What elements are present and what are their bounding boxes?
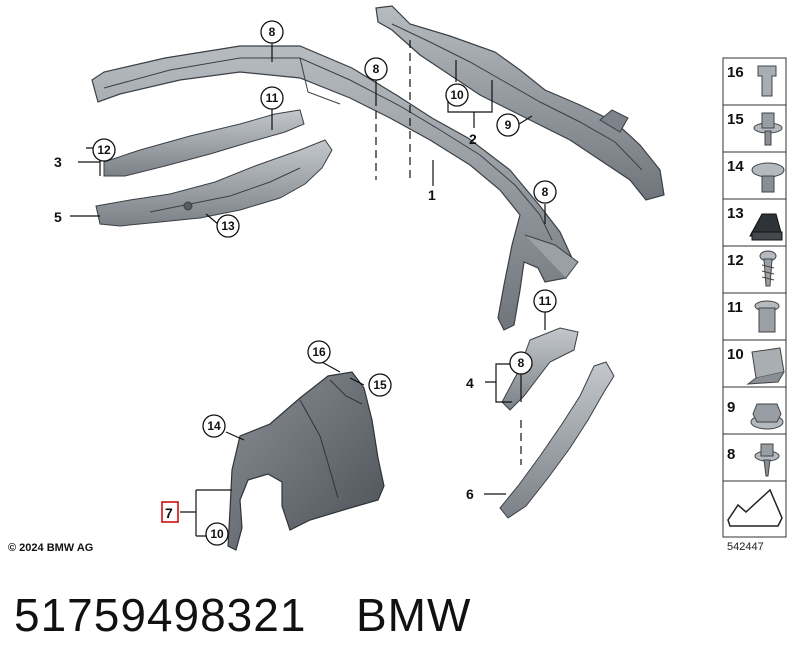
copyright-notice: © 2024 BMW AG	[8, 542, 94, 554]
upper-bracket-part	[375, 5, 665, 201]
svg-text:16: 16	[727, 64, 744, 81]
svg-text:13: 13	[727, 205, 744, 222]
svg-text:8: 8	[542, 185, 549, 199]
svg-text:8: 8	[373, 62, 380, 76]
svg-text:10: 10	[210, 527, 224, 541]
svg-text:15: 15	[373, 378, 387, 392]
blind-nut-icon	[754, 300, 780, 333]
callout-8-right: 8	[533, 180, 557, 204]
long-profile-part	[499, 361, 615, 519]
connector-lines	[70, 40, 546, 537]
svg-text:8: 8	[518, 356, 525, 370]
svg-text:8: 8	[269, 25, 276, 39]
svg-text:9: 9	[505, 118, 512, 132]
legend-row-15: 15	[722, 104, 787, 153]
callout-10-top: 10	[445, 83, 469, 107]
callout-16: 16	[307, 340, 331, 364]
legend-row-9: 9	[722, 386, 787, 435]
svg-text:11: 11	[727, 299, 743, 316]
svg-text:8: 8	[727, 446, 735, 463]
svg-text:12: 12	[97, 143, 111, 157]
svg-text:14: 14	[207, 419, 221, 433]
callout-14: 14	[202, 414, 226, 438]
callout-9: 9	[496, 113, 520, 137]
callout-8-lower: 8	[509, 351, 533, 375]
callout-8-center: 8	[364, 57, 388, 81]
svg-text:9: 9	[727, 399, 735, 416]
svg-text:15: 15	[727, 111, 744, 128]
legend-row-11: 11	[722, 292, 787, 341]
callout-15: 15	[368, 373, 392, 397]
callout-12: 12	[92, 138, 116, 162]
callout-13: 13	[216, 214, 240, 238]
svg-text:10: 10	[450, 88, 464, 102]
svg-text:13: 13	[221, 219, 235, 233]
legend-row-16: 16	[722, 57, 787, 106]
spring-nut-icon	[746, 347, 785, 385]
left-upper-bracket-part	[103, 109, 305, 177]
part-number: 51759498321	[14, 589, 307, 641]
strut-brace-part	[91, 45, 579, 331]
callout-10-bottom: 10	[205, 522, 229, 546]
diagram-number: 542447	[727, 541, 764, 553]
svg-text:11: 11	[539, 294, 552, 308]
legend-row-12: 12	[722, 245, 787, 294]
expansion-rivet-icon	[751, 162, 785, 193]
label-3: 3	[54, 154, 62, 170]
legend-row-10: 10	[722, 339, 787, 388]
svg-text:7: 7	[165, 505, 173, 521]
flange-screw-icon	[754, 443, 780, 477]
label-7-highlight: 7	[161, 501, 179, 523]
left-lower-bracket-part	[95, 139, 333, 227]
label-6: 6	[466, 486, 474, 502]
push-nut-icon	[757, 65, 777, 97]
legend-row-8: 8	[722, 433, 787, 482]
legend-row-arrow	[722, 480, 787, 538]
svg-text:16: 16	[312, 345, 326, 359]
arrow-marker-icon	[727, 488, 783, 527]
brand-name: BMW	[356, 589, 472, 641]
legend-row-13: 13	[722, 198, 787, 247]
svg-text:11: 11	[266, 91, 279, 105]
callout-8-top: 8	[260, 20, 284, 44]
label-5: 5	[54, 209, 62, 225]
callout-11-top: 11	[260, 86, 284, 110]
self-tapping-screw-icon	[759, 250, 777, 287]
label-1: 1	[428, 187, 436, 203]
svg-text:14: 14	[727, 158, 744, 175]
label-2: 2	[469, 131, 477, 147]
fastener-legend: 16 15 14 13	[722, 57, 787, 538]
callout-11-right: 11	[533, 289, 557, 313]
heat-shield-part	[227, 371, 385, 551]
clip-icon	[749, 213, 783, 241]
legend-row-14: 14	[722, 151, 787, 200]
svg-text:10: 10	[727, 346, 744, 363]
torx-screw-icon	[753, 112, 783, 146]
svg-text:12: 12	[727, 252, 744, 269]
label-4: 4	[466, 375, 474, 391]
collar-nut-icon	[750, 403, 784, 430]
